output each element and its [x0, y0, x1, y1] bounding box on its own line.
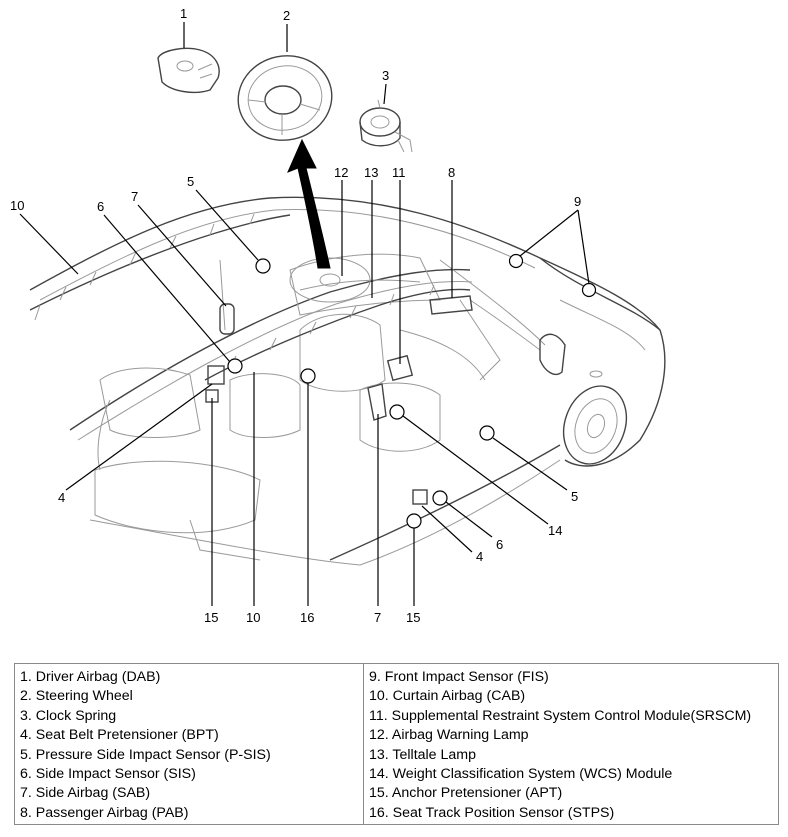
- detail-arrow: [287, 138, 331, 269]
- callout-8: 8: [448, 165, 455, 180]
- callout-10-top: 10: [10, 198, 24, 213]
- callout-4-left: 4: [58, 490, 65, 505]
- legend-item-telltale-lamp: 13. Telltale Lamp: [369, 746, 477, 763]
- callout-13: 13: [364, 165, 378, 180]
- callout-12: 12: [334, 165, 348, 180]
- legend-item-airbag-warning-lamp: 12. Airbag Warning Lamp: [369, 727, 529, 744]
- callout-1: 1: [180, 6, 187, 21]
- callout-3: 3: [382, 68, 389, 83]
- callout-7-bottom: 7: [374, 610, 381, 625]
- legend-item-srscm: 11. Supplemental Restraint System Contro…: [369, 707, 752, 724]
- callout-15-left: 15: [204, 610, 218, 625]
- legend-column-left: 1. Driver Airbag (DAB) 2. Steering Wheel…: [15, 664, 364, 824]
- callout-4-right: 4: [476, 549, 483, 564]
- legend-item-driver-airbag: 1. Driver Airbag (DAB): [20, 669, 161, 685]
- callout-5-top: 5: [187, 174, 194, 189]
- callout-9: 9: [574, 194, 581, 209]
- components: [205, 295, 473, 505]
- callout-2: 2: [283, 8, 290, 23]
- callout-7-top: 7: [131, 189, 138, 204]
- legend-item-anchor-pretensioner: 15. Anchor Pretensioner (APT): [369, 785, 563, 802]
- driver-airbag-sketch: [157, 47, 220, 94]
- legend-item-clock-spring: 3. Clock Spring: [20, 707, 117, 724]
- vehicle-outline: [29, 196, 666, 566]
- callout-11: 11: [392, 165, 406, 180]
- legend-item-passenger-airbag: 8. Passenger Airbag (PAB): [20, 804, 189, 821]
- legend-item-front-impact-sensor: 9. Front Impact Sensor (FIS): [369, 669, 549, 685]
- callout-15-right: 15: [406, 610, 420, 625]
- legend-item-side-airbag: 7. Side Airbag (SAB): [20, 785, 151, 802]
- airbag-component-diagram: 1 2 3 5 10 6 7 12 13 11 8 9 4 15 10 16 7…: [10, 6, 666, 625]
- legend-item-curtain-airbag: 10. Curtain Airbag (CAB): [369, 688, 526, 705]
- legend-item-side-impact-sensor: 6. Side Impact Sensor (SIS): [20, 766, 196, 783]
- legend-item-pressure-side-impact-sensor: 5. Pressure Side Impact Sensor (P-SIS): [20, 746, 271, 763]
- steering-wheel-sketch: [237, 55, 333, 141]
- legend-item-seat-track-position-sensor: 16. Seat Track Position Sensor (STPS): [369, 804, 615, 821]
- callout-14: 14: [548, 523, 562, 538]
- callout-labels: 1 2 3 5 10 6 7 12 13 11 8 9 4 15 10 16 7…: [10, 6, 581, 625]
- sensor-markers: [227, 253, 597, 529]
- callout-6-top: 6: [97, 199, 104, 214]
- component-legend-table: 1. Driver Airbag (DAB) 2. Steering Wheel…: [14, 663, 779, 825]
- legend-item-seat-belt-pretensioner: 4. Seat Belt Pretensioner (BPT): [20, 727, 219, 744]
- legend-item-wcs-module: 14. Weight Classification System (WCS) M…: [369, 766, 673, 783]
- callout-16: 16: [300, 610, 314, 625]
- callout-5-right: 5: [571, 489, 578, 504]
- legend-column-right: 9. Front Impact Sensor (FIS) 10. Curtain…: [364, 664, 778, 824]
- leader-lines: [19, 22, 590, 606]
- clock-spring-sketch: [359, 99, 413, 153]
- legend-item-steering-wheel: 2. Steering Wheel: [20, 688, 133, 705]
- callout-10-bottom: 10: [246, 610, 260, 625]
- callout-6-right: 6: [496, 537, 503, 552]
